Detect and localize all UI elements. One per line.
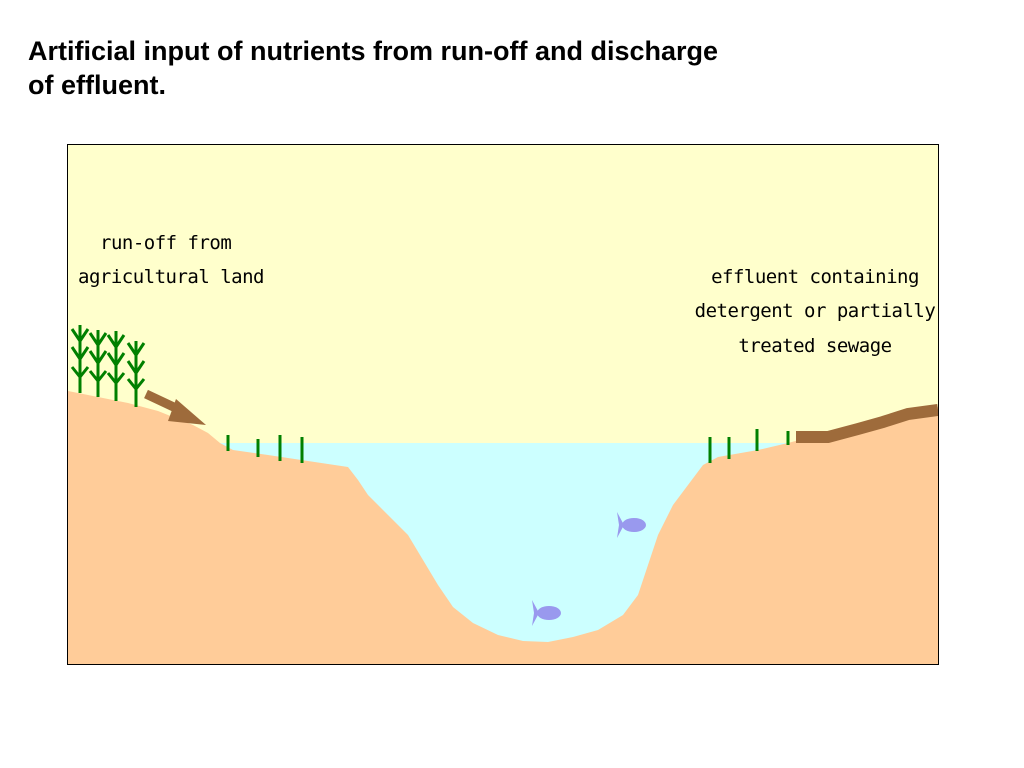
crop-plants bbox=[70, 325, 146, 407]
effluent-label-line-2: detergent or partially bbox=[695, 300, 936, 322]
title-line-2: of effluent. bbox=[28, 70, 166, 100]
reeds bbox=[226, 429, 790, 463]
crop-plant bbox=[88, 330, 108, 397]
effluent-label-line-1: effluent containing bbox=[711, 266, 919, 288]
fish-2 bbox=[532, 600, 561, 626]
crop-plant bbox=[126, 341, 146, 407]
lake-diagram: run-off from agricultural land effluent … bbox=[67, 144, 939, 665]
crop-plant bbox=[70, 325, 90, 393]
lake-diagram-svg: run-off from agricultural land effluent … bbox=[68, 145, 938, 664]
runoff-arrow bbox=[144, 389, 206, 425]
effluent-channel bbox=[796, 404, 938, 443]
land-profile bbox=[68, 391, 938, 664]
effluent-label-line-3: treated sewage bbox=[738, 335, 891, 357]
crop-plant bbox=[106, 331, 126, 401]
slide-title: Artificial input of nutrients from run-o… bbox=[28, 34, 928, 102]
fish-1 bbox=[617, 512, 646, 538]
runoff-label-line-2: agricultural land bbox=[78, 266, 264, 288]
runoff-label-line-1: run-off from bbox=[100, 232, 231, 254]
title-line-1: Artificial input of nutrients from run-o… bbox=[28, 36, 719, 66]
